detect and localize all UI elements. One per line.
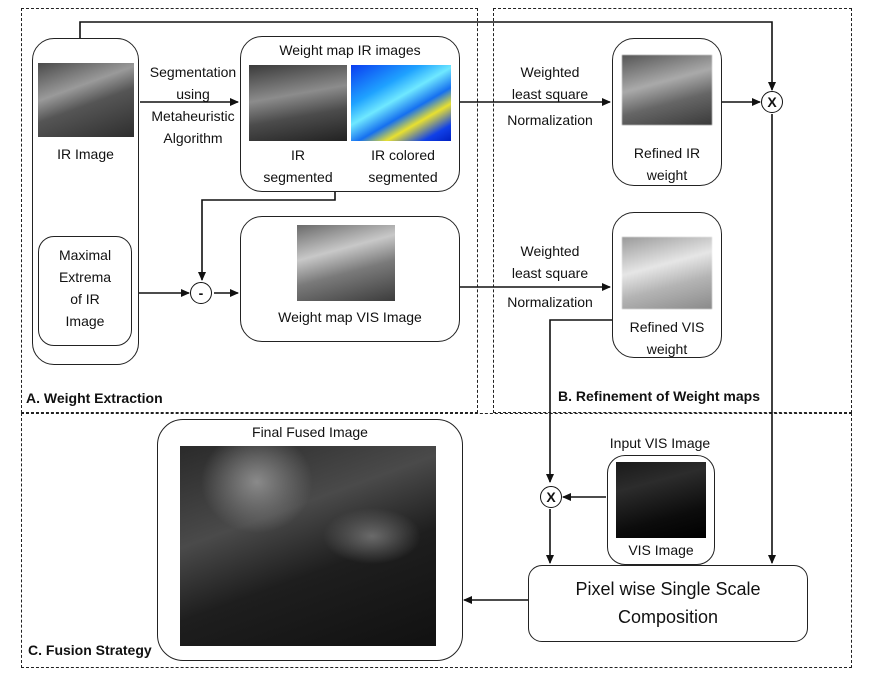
weight-map-ir-box: Weight map IR images IR segmented IR col… (240, 36, 460, 192)
weight-map-vis-caption: Weight map VIS Image (278, 309, 422, 325)
refined-vis-line-2: weight (646, 341, 688, 357)
composition-line-2: Composition (617, 607, 719, 627)
ir-colored-segmented-thumbnail (351, 65, 451, 141)
panel-refinement (493, 8, 852, 413)
maximal-extrema-line-1: Maximal (58, 247, 112, 263)
composition-box: Pixel wise Single Scale Composition (528, 565, 808, 642)
refined-vis-line-1: Refined VIS (629, 319, 705, 335)
maximal-extrema-line-4: Image (65, 313, 105, 329)
segmentation-line-1: Segmentation (149, 64, 237, 80)
maximal-extrema-box: Maximal Extrema of IR Image (38, 236, 132, 346)
maximal-extrema-line-2: Extrema (58, 269, 112, 285)
refined-ir-box: Refined IR weight (612, 38, 722, 186)
input-vis-box: VIS Image (607, 455, 715, 565)
ir-colored-line-2: segmented (368, 169, 438, 185)
ir-colored-line-1: IR colored (371, 147, 435, 163)
panel-weight-extraction (21, 8, 478, 413)
panel-label-a: A. Weight Extraction (26, 390, 163, 406)
subtract-operator: - (190, 282, 212, 304)
weight-map-ir-title: Weight map IR images (279, 42, 421, 58)
final-fused-image-title: Final Fused Image (252, 424, 368, 440)
wls-top-line-1: Weighted (520, 64, 580, 80)
ir-image-thumbnail (38, 63, 134, 137)
maximal-extrema-line-3: of IR (70, 291, 100, 307)
wls-bottom-line-2: least square (511, 265, 589, 281)
weight-map-vis-box: Weight map VIS Image (240, 216, 460, 342)
panel-label-c: C. Fusion Strategy (28, 642, 152, 658)
final-fused-image (180, 446, 436, 646)
ir-image-caption: IR Image (57, 146, 114, 162)
input-vis-title: Input VIS Image (609, 435, 711, 451)
segmentation-line-3: Metaheuristic (151, 108, 235, 124)
refined-vis-box: Refined VIS weight (612, 212, 722, 358)
wls-top-line-2: least square (511, 86, 589, 102)
ir-segmented-line-2: segmented (263, 169, 333, 185)
wls-bottom-line-1: Weighted (520, 243, 580, 259)
multiply-operator-bottom: X (540, 486, 562, 508)
wls-top-line-3: Normalization (507, 112, 593, 128)
ir-segmented-thumbnail (249, 65, 347, 141)
wls-bottom-line-3: Normalization (507, 294, 593, 310)
refined-ir-line-2: weight (646, 167, 688, 183)
segmentation-line-2: using (176, 86, 210, 102)
multiply-operator-top: X (761, 91, 783, 113)
composition-line-1: Pixel wise Single Scale (575, 579, 761, 599)
input-vis-thumbnail (616, 462, 706, 538)
refined-ir-line-1: Refined IR (633, 145, 701, 161)
segmentation-line-4: Algorithm (163, 130, 223, 146)
refined-ir-thumbnail (622, 55, 712, 125)
weight-map-vis-thumbnail (297, 225, 395, 301)
panel-label-b: B. Refinement of Weight maps (558, 388, 760, 404)
final-fused-image-box: Final Fused Image (157, 419, 463, 661)
ir-segmented-line-1: IR (291, 147, 305, 163)
panel-fusion-strategy (21, 413, 852, 668)
input-vis-caption: VIS Image (628, 542, 694, 558)
refined-vis-thumbnail (622, 237, 712, 309)
